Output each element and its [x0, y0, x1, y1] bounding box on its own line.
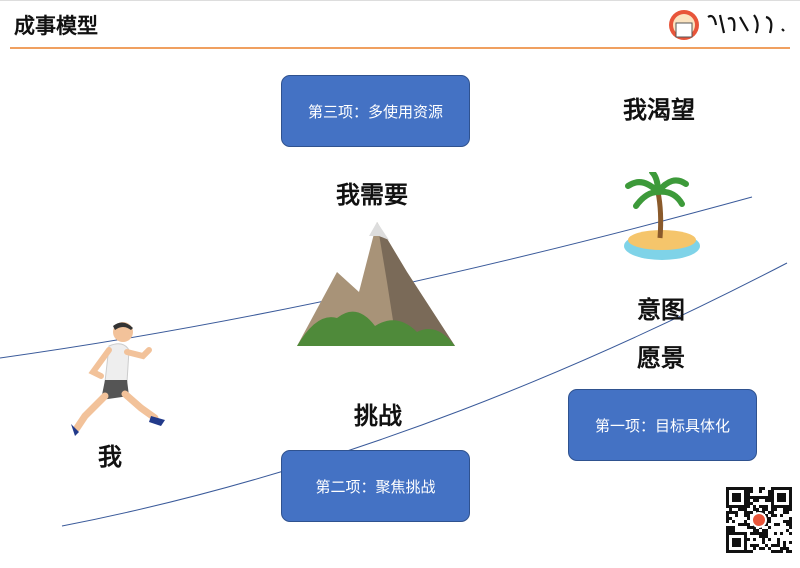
desire-label: 我渴望 — [623, 95, 695, 124]
logo — [669, 10, 785, 40]
top-border — [0, 0, 800, 1]
need-label: 我需要 — [336, 180, 408, 209]
goal-box: 第一项：目标具体化 — [568, 389, 757, 461]
challenge-label: 挑战 — [354, 401, 402, 430]
me-label: 我 — [98, 442, 122, 471]
header-divider — [10, 47, 790, 49]
vision-label: 愿景 — [637, 343, 685, 372]
island-icon — [624, 172, 700, 260]
intent-label: 意图 — [637, 295, 685, 324]
challenge-box: 第二项：聚焦挑战 — [281, 450, 470, 522]
mountain-icon — [297, 222, 455, 346]
lower-line — [61, 262, 788, 527]
resources-box: 第三项：多使用资源 — [281, 75, 470, 147]
page-title: 成事模型 — [14, 14, 98, 38]
runner-icon — [71, 322, 165, 436]
qr-code — [726, 487, 792, 553]
